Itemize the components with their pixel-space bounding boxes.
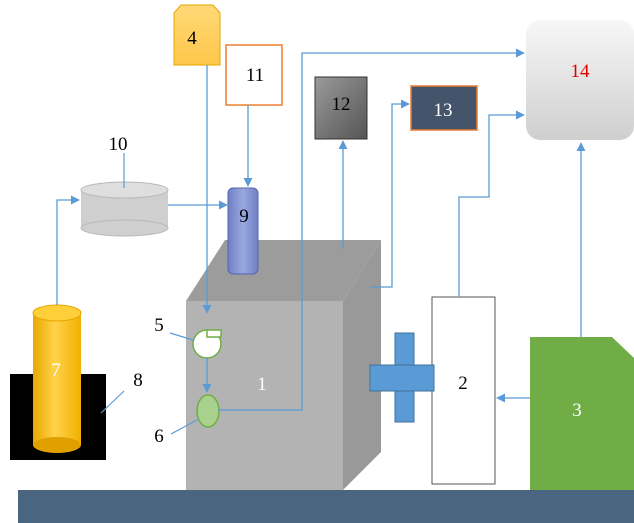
yellow-tag-4 xyxy=(173,4,221,66)
label-7: 7 xyxy=(51,360,61,381)
label-3: 3 xyxy=(572,400,582,421)
label-6: 6 xyxy=(154,426,164,447)
label-1: 1 xyxy=(257,374,267,395)
gold-cylinder-7 xyxy=(32,304,82,453)
box-14 xyxy=(526,20,634,140)
label-2: 2 xyxy=(458,373,468,394)
leader-lines xyxy=(100,153,198,435)
cross-connector xyxy=(369,332,435,423)
label-9: 9 xyxy=(239,206,249,227)
gray-box-12 xyxy=(314,76,368,140)
blue-module-9 xyxy=(227,187,259,275)
label-8: 8 xyxy=(133,370,143,391)
white-box-2 xyxy=(431,296,496,485)
label-4: 4 xyxy=(187,28,197,49)
base-bar xyxy=(18,490,634,523)
flat-cylinder-10 xyxy=(80,181,169,237)
label-12: 12 xyxy=(332,94,351,115)
label-11: 11 xyxy=(246,65,264,86)
label-13: 13 xyxy=(434,100,453,121)
dark-box-13 xyxy=(410,85,478,131)
pump-icon-5 xyxy=(192,329,222,359)
connection-lines xyxy=(56,48,586,411)
orange-outline-box-11 xyxy=(225,44,283,106)
label-10: 10 xyxy=(109,134,128,155)
green-box-3 xyxy=(530,337,634,490)
label-5: 5 xyxy=(154,315,164,336)
label-14: 14 xyxy=(571,61,591,82)
cube-1 xyxy=(186,240,381,490)
green-sensor-6 xyxy=(196,394,220,428)
